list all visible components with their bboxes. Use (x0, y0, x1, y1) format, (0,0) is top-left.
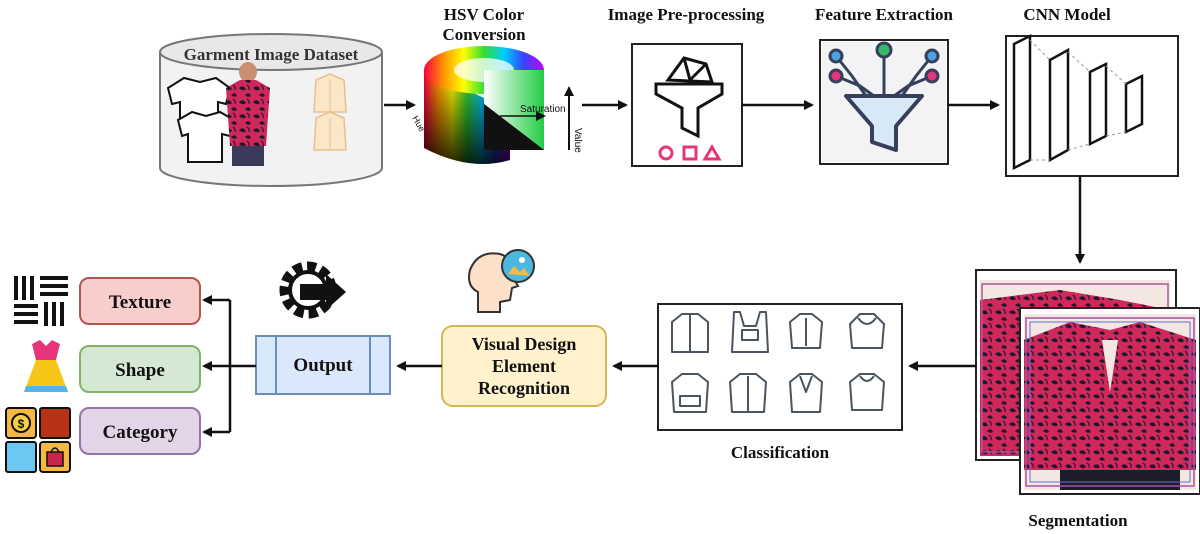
dress-icon (24, 340, 68, 392)
output-box (255, 335, 391, 395)
texture-box (79, 277, 201, 325)
category-tiles-icon: $ (5, 407, 71, 473)
feature-title: Feature Extraction (815, 5, 954, 24)
dataset-label: Garment Image Dataset (184, 45, 359, 64)
hsv-value-label: Value (572, 128, 583, 153)
shape-markers-icon (658, 144, 722, 161)
hsv-cylinder-icon (424, 46, 574, 164)
hsv-title-line2: Conversion (442, 25, 526, 44)
vder-line1: Visual Design (472, 334, 577, 354)
category-box (79, 407, 201, 455)
cnn-title: CNN Model (1023, 5, 1111, 24)
shape-box (79, 345, 201, 393)
category-label: Category (103, 422, 178, 443)
segmented-shirt-icon (975, 269, 1200, 495)
texture-label: Texture (109, 292, 171, 313)
head-image-icon (468, 249, 535, 313)
segmentation-title: Segmentation (1028, 511, 1128, 530)
output-branch-arrows (202, 295, 256, 437)
hsv-saturation-label: Saturation (520, 104, 566, 115)
filter-funnel-icon (654, 56, 724, 139)
svg-text:$: $ (18, 417, 25, 431)
shape-label: Shape (115, 360, 165, 381)
vder-line2: Element (492, 356, 556, 376)
classification-title: Classification (731, 443, 830, 462)
gear-arrow-icon (279, 261, 346, 319)
network-funnel-icon (828, 41, 940, 152)
texture-pattern-icon (14, 276, 68, 326)
hsv-title-line1: HSV Color (444, 5, 525, 24)
cnn-layers-icon (1012, 33, 1144, 171)
vder-line3: Recognition (478, 378, 570, 398)
clothing-grid-icon (671, 311, 885, 413)
output-label: Output (293, 355, 353, 376)
preprocessing-title: Image Pre-processing (608, 5, 765, 24)
database-icon (159, 33, 383, 187)
